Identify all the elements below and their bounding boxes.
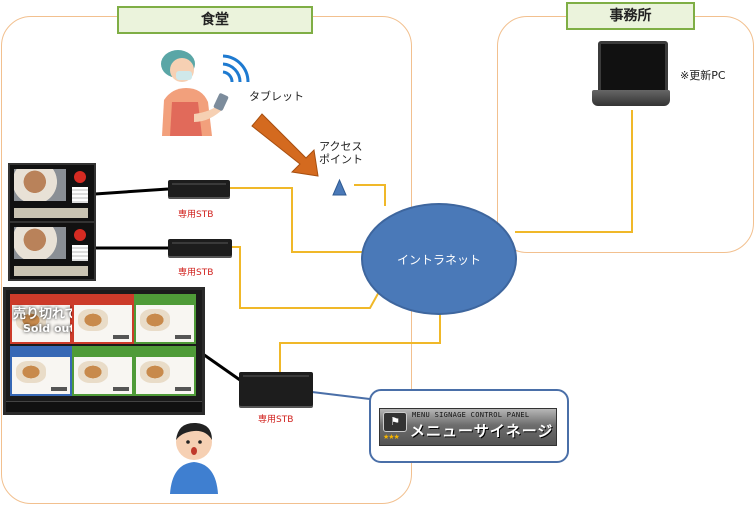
star-rating-icon: ★★★ bbox=[383, 433, 400, 441]
line-stb3-intranet bbox=[279, 308, 441, 372]
wifi-icon bbox=[222, 54, 250, 83]
stb-box-2 bbox=[168, 239, 232, 256]
fork-knife-icon: ⚑ bbox=[383, 412, 407, 432]
intranet-cloud: イントラネット bbox=[361, 203, 517, 315]
laptop-base bbox=[592, 90, 670, 106]
menu-text bbox=[72, 187, 88, 203]
logo-mark bbox=[74, 229, 86, 241]
food-photo bbox=[14, 227, 66, 259]
menu-text bbox=[72, 245, 88, 261]
stb-box-3 bbox=[239, 372, 313, 406]
signage-screen-2 bbox=[8, 221, 96, 281]
tablet-arrow bbox=[251, 113, 319, 177]
staff-person-icon bbox=[161, 50, 229, 136]
stb-label-3: 専用STB bbox=[258, 415, 294, 425]
signage-screen-1 bbox=[8, 163, 96, 223]
menu-tile-1 bbox=[10, 294, 72, 344]
tablet-label: タブレット bbox=[249, 90, 304, 103]
app-title: メニューサイネージ bbox=[410, 422, 554, 440]
menu-signage-app-banner: ⚑ ★★★ MENU SIGNAGE CONTROL PANEL メニューサイネ… bbox=[379, 408, 557, 446]
stb-label-2: 専用STB bbox=[178, 268, 214, 278]
food-photo bbox=[14, 169, 66, 201]
access-point-icon bbox=[332, 178, 347, 196]
app-subtitle: MENU SIGNAGE CONTROL PANEL bbox=[412, 411, 530, 419]
cafeteria-zone-label: 食堂 bbox=[117, 6, 313, 34]
line-screen1-stb1 bbox=[94, 187, 169, 196]
access-point-label-line1: アクセス bbox=[319, 140, 363, 153]
line-stb2-intranet bbox=[232, 246, 381, 309]
access-point-label: アクセス ポイント bbox=[319, 140, 363, 166]
sold-out-overlay: 売り切れです Sold out bbox=[13, 308, 91, 336]
intranet-label: イントラネット bbox=[396, 252, 481, 267]
menu-tile-3 bbox=[134, 294, 196, 344]
line-ap-intranet bbox=[354, 184, 386, 206]
line-stb3-app bbox=[311, 391, 379, 401]
updated-pc-label: ※更新PC bbox=[680, 69, 726, 82]
signage-ticker bbox=[6, 401, 202, 412]
line-stb1-intranet bbox=[230, 187, 362, 253]
access-point-label-line2: ポイント bbox=[319, 153, 363, 166]
stb-label-1: 専用STB bbox=[178, 210, 214, 220]
menu-tile-2 bbox=[72, 294, 134, 344]
sold-out-jp: 売り切れです bbox=[13, 307, 91, 322]
stb-box-1 bbox=[168, 180, 230, 197]
menu-tile-6 bbox=[134, 346, 196, 396]
logo-mark bbox=[74, 171, 86, 183]
line-screen3-stb3 bbox=[199, 350, 241, 382]
menu-tile-5 bbox=[72, 346, 134, 396]
signage-screen-main: 売り切れです Sold out bbox=[3, 287, 205, 415]
office-zone-label: 事務所 bbox=[566, 2, 695, 30]
menu-footer bbox=[14, 266, 88, 276]
menu-footer bbox=[14, 208, 88, 218]
sold-out-en: Sold out bbox=[23, 322, 75, 335]
customer-person-icon bbox=[170, 422, 218, 494]
line-intranet-pc bbox=[515, 110, 633, 233]
menu-tile-4 bbox=[10, 346, 72, 396]
laptop-screen bbox=[598, 41, 668, 93]
